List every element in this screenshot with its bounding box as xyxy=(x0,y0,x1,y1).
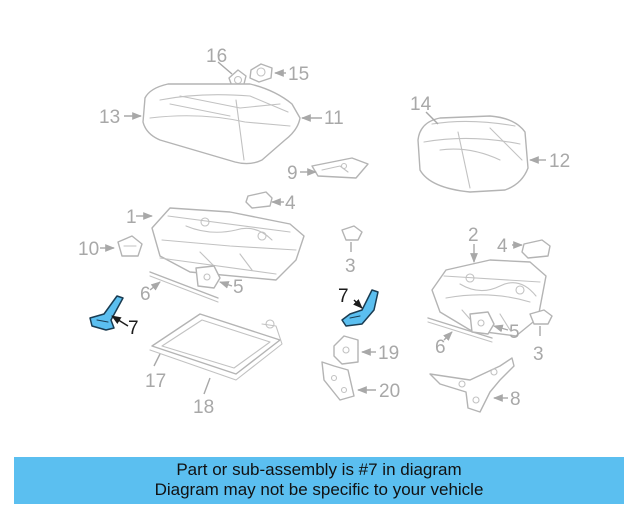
callout-13: 13 xyxy=(99,107,120,128)
leader-7-middle xyxy=(352,298,363,309)
leader-18 xyxy=(203,377,211,395)
part-6-rod-left xyxy=(149,271,219,303)
callout-8: 8 xyxy=(510,389,521,410)
part-6-rod-right xyxy=(427,317,493,343)
callout-5-left: 5 xyxy=(233,277,244,298)
leader-14 xyxy=(425,111,439,125)
callout-12: 12 xyxy=(549,151,570,172)
callout-4-left: 4 xyxy=(285,193,296,214)
part-10-cap xyxy=(117,235,143,257)
part-4-knob-right xyxy=(521,239,551,259)
callout-18: 18 xyxy=(193,397,214,418)
part-5-latch-right xyxy=(469,311,495,335)
part-13-seat-cushion xyxy=(142,83,301,165)
callout-9: 9 xyxy=(287,163,298,184)
leader-7-left xyxy=(111,315,129,327)
caption-banner: Part or sub-assembly is #7 in diagram Di… xyxy=(14,457,624,504)
leader-5-right xyxy=(493,324,509,333)
leader-6-right xyxy=(442,331,453,342)
part-4-knob-left xyxy=(245,191,273,209)
part-2-seat-frame xyxy=(431,259,547,337)
callout-7-middle: 7 xyxy=(338,286,349,307)
leader-17 xyxy=(153,353,161,367)
callout-6-left: 6 xyxy=(140,284,151,305)
part-3-cap-right xyxy=(529,309,553,325)
part-3-cap-middle xyxy=(341,225,363,241)
part-5-latch-left xyxy=(195,265,221,289)
part-15-clip xyxy=(249,63,273,83)
part-20-bracket xyxy=(321,361,355,401)
callout-7-left: 7 xyxy=(128,318,139,339)
leader-6-left xyxy=(149,281,161,291)
part-19-latch xyxy=(333,335,359,365)
part-17-wire xyxy=(149,319,283,381)
caption-line-2: Diagram may not be specific to your vehi… xyxy=(154,480,484,499)
leader-16 xyxy=(217,61,233,75)
callout-10: 10 xyxy=(78,239,99,260)
callout-4-right: 4 xyxy=(497,236,508,257)
callout-19: 19 xyxy=(378,343,399,364)
parts-diagram: 16 15 13 11 14 12 9 4 1 10 6 5 7 17 18 3… xyxy=(78,46,570,418)
part-7-bracket-middle xyxy=(341,289,379,327)
callout-16: 16 xyxy=(206,46,227,67)
callout-11: 11 xyxy=(324,108,344,129)
callout-17: 17 xyxy=(145,371,166,392)
part-14-seat-cushion xyxy=(417,115,529,193)
caption-line-1: Part or sub-assembly is #7 in diagram xyxy=(176,460,462,479)
callout-20: 20 xyxy=(379,381,400,402)
part-9-bracket xyxy=(311,157,369,179)
callout-14: 14 xyxy=(410,94,432,115)
callout-5-right: 5 xyxy=(509,322,520,343)
part-8-track xyxy=(429,357,515,413)
part-1-seat-frame xyxy=(151,207,305,281)
callout-3-middle: 3 xyxy=(345,256,356,277)
part-7-bracket-left xyxy=(89,295,124,331)
callout-2: 2 xyxy=(468,225,479,246)
callout-3-right: 3 xyxy=(533,344,544,365)
callout-15: 15 xyxy=(288,64,309,85)
callout-1: 1 xyxy=(126,207,137,228)
part-18-mat xyxy=(151,313,281,375)
callout-6-right: 6 xyxy=(435,337,446,358)
leader-5-left xyxy=(219,281,233,289)
